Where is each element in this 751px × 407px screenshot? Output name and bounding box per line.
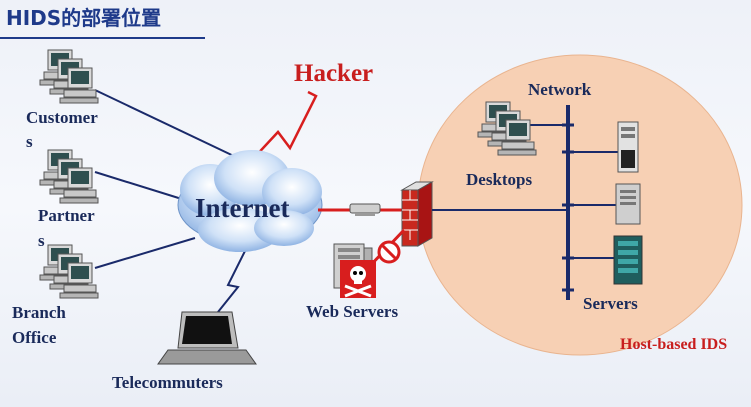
internet-label: Internet [195, 193, 290, 223]
server-3-icon [613, 235, 643, 285]
servers-label: Servers [583, 294, 638, 313]
blocked-icon [377, 240, 401, 264]
partners-label-line2: s [38, 231, 45, 250]
server-2-icon [615, 183, 641, 225]
customers-computers-icon [40, 50, 98, 103]
internet-cloud [177, 150, 323, 252]
hacker-label: Hacker [294, 60, 374, 87]
customers-label-line1: Customer [26, 108, 98, 127]
link-branch [94, 237, 196, 269]
telecommuters-label: Telecommuters [112, 373, 223, 392]
link-telecommuter [217, 244, 249, 313]
link-customers [94, 89, 239, 159]
network-label: Network [528, 80, 592, 99]
host-based-ids-label: Host-based IDS [620, 336, 728, 353]
hacker-attack-bolt [251, 90, 318, 161]
desktops-label: Desktops [466, 170, 533, 189]
laptop-icon [157, 311, 257, 365]
branch-office-label-line1: Branch [12, 303, 66, 322]
page-title: HIDS的部署位置 [6, 6, 162, 30]
web-servers-label: Web Servers [306, 302, 399, 321]
partners-label-line1: Partner [38, 206, 95, 225]
link-partners [94, 171, 186, 201]
partners-computers-icon [40, 150, 98, 203]
server-1-icon [617, 121, 639, 173]
branch-office-computers-icon [40, 245, 98, 298]
router-icon [349, 203, 381, 216]
skull-icon [340, 260, 376, 298]
customers-label-line2: s [26, 132, 33, 151]
title-underline [0, 37, 205, 39]
branch-office-label-line2: Office [12, 328, 57, 347]
firewall-icon [400, 181, 434, 247]
